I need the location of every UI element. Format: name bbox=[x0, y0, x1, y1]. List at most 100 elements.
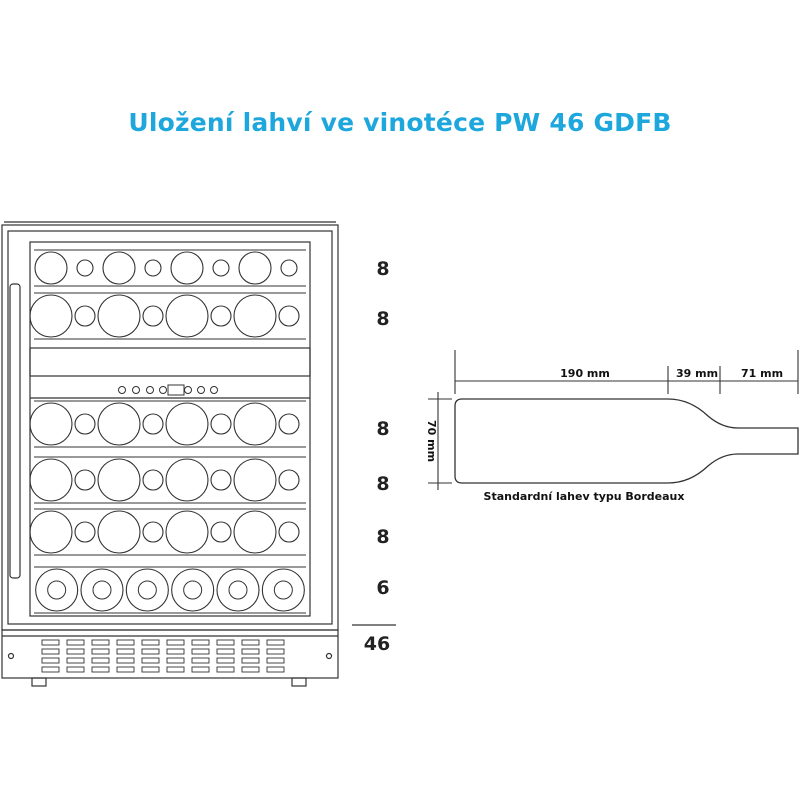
vent-slot bbox=[141, 639, 160, 646]
shelf-count-1: 8 bbox=[376, 258, 389, 280]
control-button-icon bbox=[210, 386, 218, 394]
bottle-base-circle bbox=[233, 402, 277, 446]
vent-slot bbox=[241, 657, 260, 664]
bottle-base-circle bbox=[97, 458, 141, 502]
ventilation-grille bbox=[41, 639, 285, 673]
wine-cooler-cabinet bbox=[1, 221, 339, 687]
shelf-4 bbox=[29, 456, 306, 504]
vent-slot bbox=[41, 657, 60, 664]
vent-slot bbox=[141, 657, 160, 664]
total-count: 46 bbox=[364, 633, 390, 655]
vent-slot bbox=[216, 657, 235, 664]
bottle-punt-circle bbox=[228, 580, 248, 600]
bottle-base-circle bbox=[35, 568, 79, 612]
bottle-base-circle bbox=[233, 294, 277, 338]
vent-slot bbox=[216, 666, 235, 673]
vent-slot bbox=[141, 648, 160, 655]
bottle-neck-circle bbox=[74, 305, 96, 327]
bottle-base-circle bbox=[80, 568, 124, 612]
bordeaux-bottle bbox=[454, 398, 799, 484]
control-button-icon bbox=[118, 386, 126, 394]
bottle-base-circle bbox=[165, 458, 209, 502]
bottle-neck-circle bbox=[76, 259, 94, 277]
bottle-punt-circle bbox=[47, 580, 67, 600]
temperature-display bbox=[167, 384, 185, 396]
bottle-base-circle bbox=[261, 568, 305, 612]
control-button-icon bbox=[184, 386, 192, 394]
door-handle bbox=[9, 283, 21, 579]
vent-slot bbox=[116, 639, 135, 646]
bottle-punt-circle bbox=[273, 580, 293, 600]
glass-door-frame bbox=[7, 230, 333, 625]
vent-slot bbox=[241, 648, 260, 655]
vent-slot bbox=[66, 639, 85, 646]
bottle-base-circle bbox=[165, 402, 209, 446]
vent-slot bbox=[116, 657, 135, 664]
bottle-dimensions bbox=[428, 350, 799, 490]
bottle-base-circle bbox=[97, 294, 141, 338]
page-title: Uložení lahví ve vinotéce PW 46 GDFB bbox=[128, 108, 672, 137]
bottle-neck-circle bbox=[210, 413, 232, 435]
bottle-neck-circle bbox=[210, 305, 232, 327]
bottle-base-circle bbox=[102, 251, 136, 285]
vent-slot bbox=[166, 657, 185, 664]
bottle-base-circle bbox=[238, 251, 272, 285]
vent-slot bbox=[141, 666, 160, 673]
shelf-5 bbox=[29, 508, 306, 556]
vent-slot bbox=[66, 666, 85, 673]
bottle-base-circle bbox=[29, 294, 73, 338]
base-screw-left bbox=[7, 652, 15, 660]
bottle-neck-circle bbox=[278, 521, 300, 543]
vent-slot bbox=[66, 648, 85, 655]
vent-slot bbox=[241, 639, 260, 646]
cabinet-base bbox=[1, 629, 339, 679]
bottle-neck-circle bbox=[142, 413, 164, 435]
wine-shelves bbox=[29, 249, 306, 614]
vent-slot bbox=[266, 639, 285, 646]
shelf-1 bbox=[34, 249, 306, 287]
vent-slot bbox=[191, 639, 210, 646]
shelf-2 bbox=[29, 292, 306, 340]
bottle-punt-circle bbox=[92, 580, 112, 600]
vent-slot bbox=[116, 666, 135, 673]
vent-slot bbox=[266, 648, 285, 655]
vent-slot bbox=[216, 639, 235, 646]
shelf-count-2: 8 bbox=[376, 308, 389, 330]
bottle-caption: Standardní lahev typu Bordeaux bbox=[484, 490, 685, 503]
vent-slot bbox=[41, 666, 60, 673]
bottle-punt-circle bbox=[183, 580, 203, 600]
vent-slot bbox=[191, 657, 210, 664]
vent-slot bbox=[216, 648, 235, 655]
bottle-base-circle bbox=[29, 510, 73, 554]
bottle-base-circle bbox=[97, 402, 141, 446]
dim-height-label: 70 mm bbox=[425, 420, 438, 462]
vent-slot bbox=[116, 648, 135, 655]
bottle-punt-circle bbox=[137, 580, 157, 600]
shelf-count-3: 8 bbox=[376, 418, 389, 440]
bottle-neck-circle bbox=[278, 469, 300, 491]
bottle-base-circle bbox=[165, 294, 209, 338]
vent-slot bbox=[41, 648, 60, 655]
bottle-base-circle bbox=[97, 510, 141, 554]
bottle-neck-circle bbox=[74, 521, 96, 543]
vent-slot bbox=[241, 666, 260, 673]
bottle-neck-circle bbox=[210, 469, 232, 491]
bottle-base-circle bbox=[170, 251, 204, 285]
dim-body-label: 190 mm bbox=[560, 367, 610, 380]
vent-slot bbox=[91, 666, 110, 673]
vent-slot bbox=[191, 666, 210, 673]
bottle-neck-circle bbox=[142, 469, 164, 491]
bottle-neck-circle bbox=[280, 259, 298, 277]
bottle-neck-circle bbox=[278, 305, 300, 327]
bottle-neck-circle bbox=[144, 259, 162, 277]
vent-slot bbox=[166, 666, 185, 673]
control-button-icon bbox=[197, 386, 205, 394]
bottle-neck-circle bbox=[278, 413, 300, 435]
bottle-neck-circle bbox=[74, 469, 96, 491]
right-foot bbox=[291, 677, 307, 687]
vent-slot bbox=[266, 657, 285, 664]
shelf-count-4: 8 bbox=[376, 473, 389, 495]
vent-slot bbox=[266, 666, 285, 673]
